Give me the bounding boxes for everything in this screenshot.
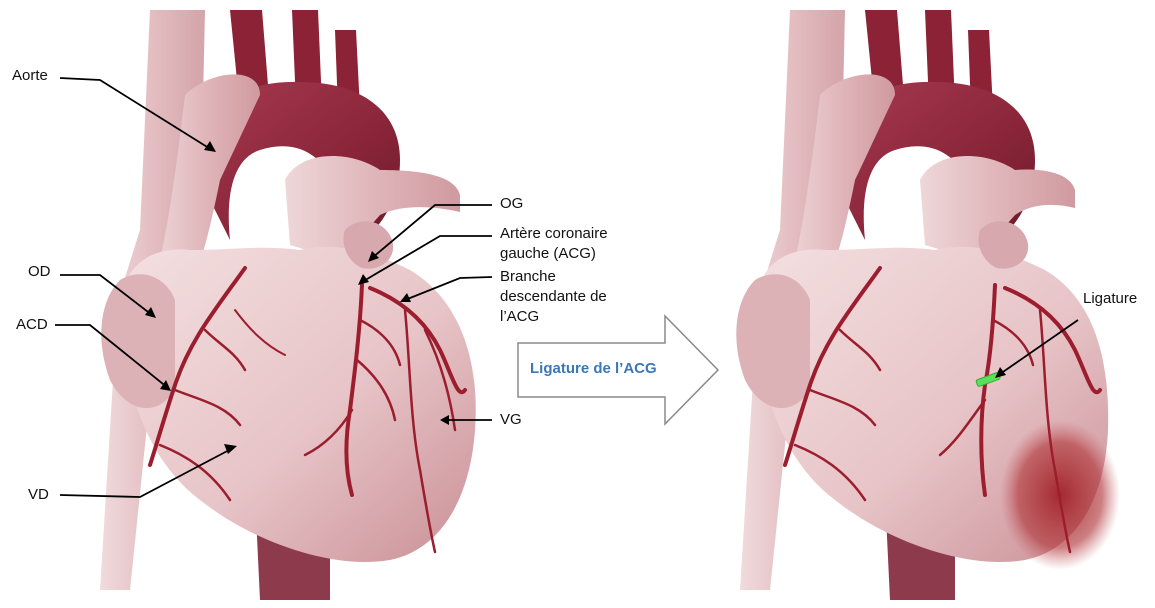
heart-illustration-right	[736, 10, 1120, 600]
label-branche-line2: descendante de	[500, 287, 607, 306]
label-branche-line1: Branche	[500, 267, 556, 286]
label-acd: ACD	[16, 315, 48, 334]
label-vd: VD	[28, 485, 49, 504]
label-acg-line2: gauche (ACG)	[500, 244, 596, 263]
procedure-arrow-label: Ligature de l’ACG	[530, 360, 657, 377]
right-atrium-right	[736, 274, 810, 408]
label-acg-line1: Artère coronaire	[500, 224, 608, 243]
label-og: OG	[500, 194, 523, 213]
label-vg: VG	[500, 410, 522, 429]
label-branche-line3: l’ACG	[500, 307, 539, 326]
label-ligature: Ligature	[1083, 289, 1137, 308]
label-od: OD	[28, 262, 51, 281]
label-aorte: Aorte	[12, 66, 48, 85]
heart-body	[124, 247, 475, 562]
heart-illustration-left	[100, 10, 476, 600]
